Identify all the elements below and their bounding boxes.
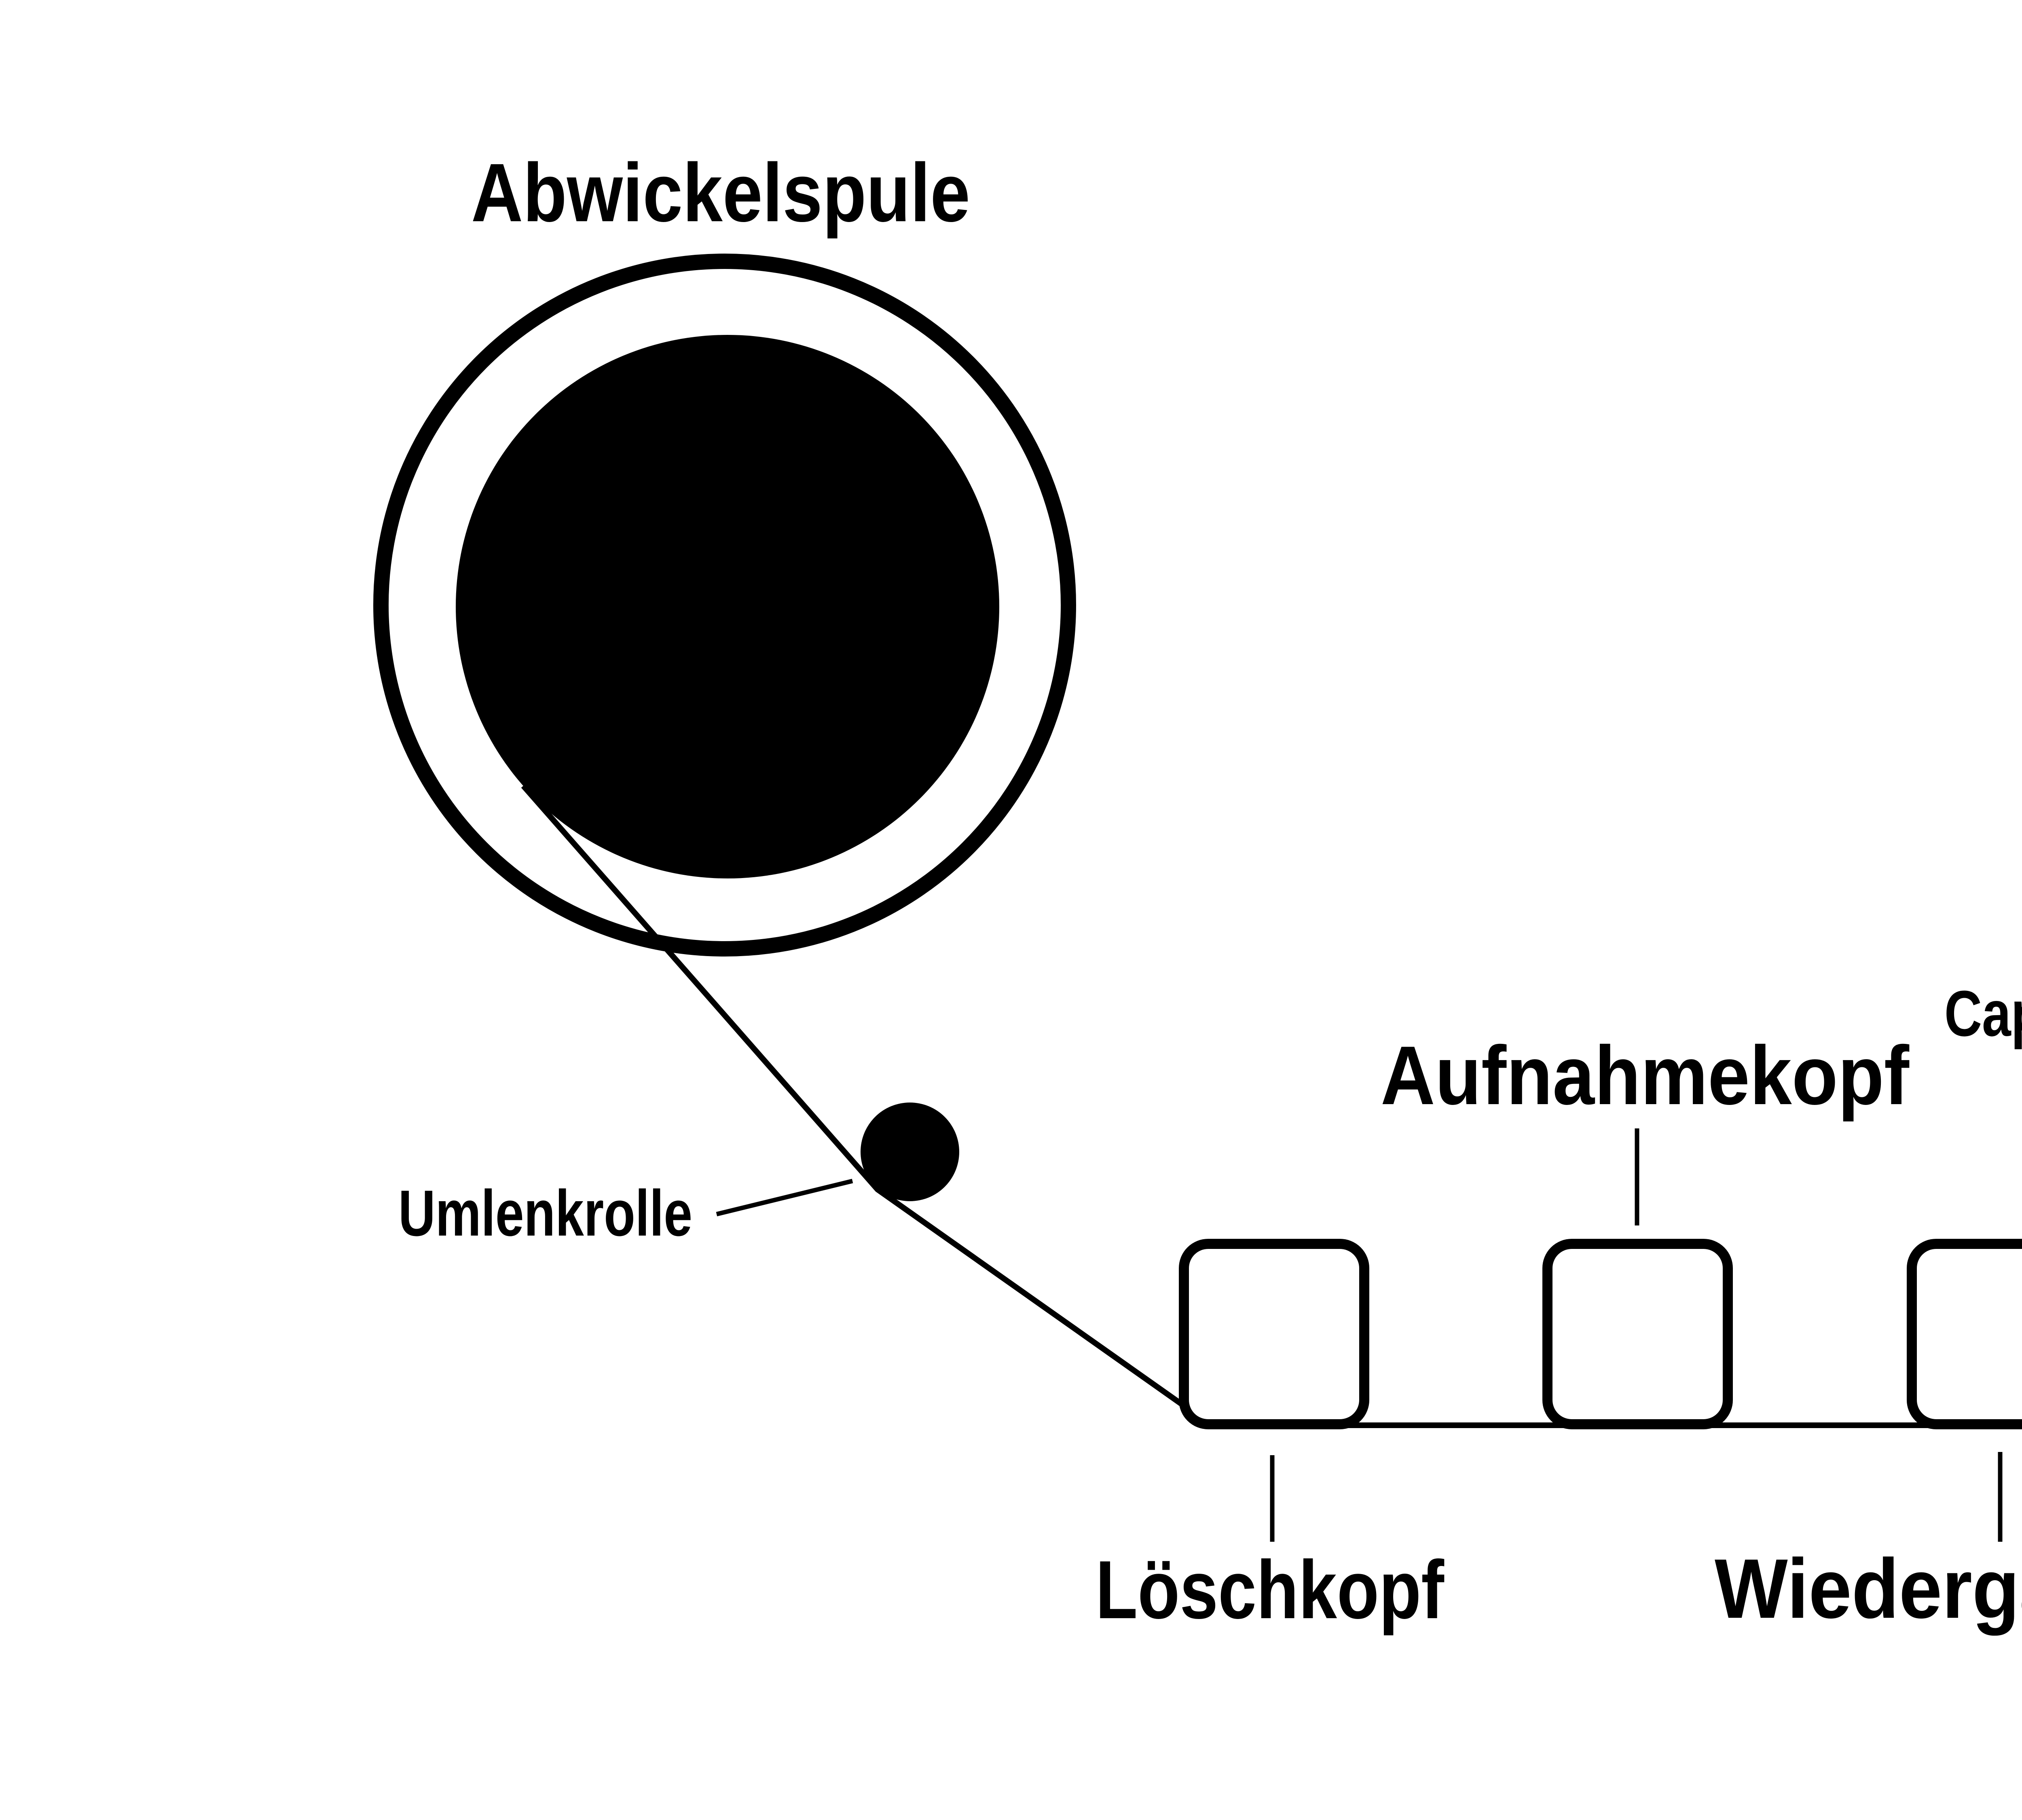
svg-text:Löschkopf: Löschkopf — [1096, 1544, 1445, 1636]
svg-text:Abwickelspule: Abwickelspule — [471, 146, 970, 239]
svg-text:Aufnahmekopf: Aufnahmekopf — [1381, 1029, 1909, 1122]
svg-text:Umlenkrolle: Umlenkrolle — [398, 1177, 692, 1250]
svg-text:Wiedergabekopf: Wiedergabekopf — [1715, 1542, 2022, 1636]
svg-text:Capstan/Tonwelle: Capstan/Tonwelle — [1944, 977, 2022, 1050]
